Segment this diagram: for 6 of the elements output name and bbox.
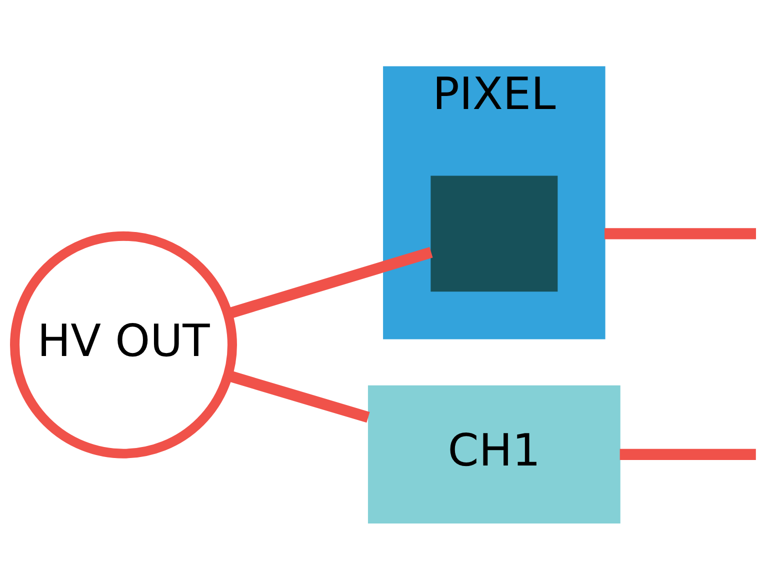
node-box: CH1 [368,385,620,524]
connector [620,448,756,460]
node-circle: HV OUT [10,231,237,458]
connector [604,228,756,240]
node-box [430,176,558,292]
cluster: PIXEL [383,66,606,340]
